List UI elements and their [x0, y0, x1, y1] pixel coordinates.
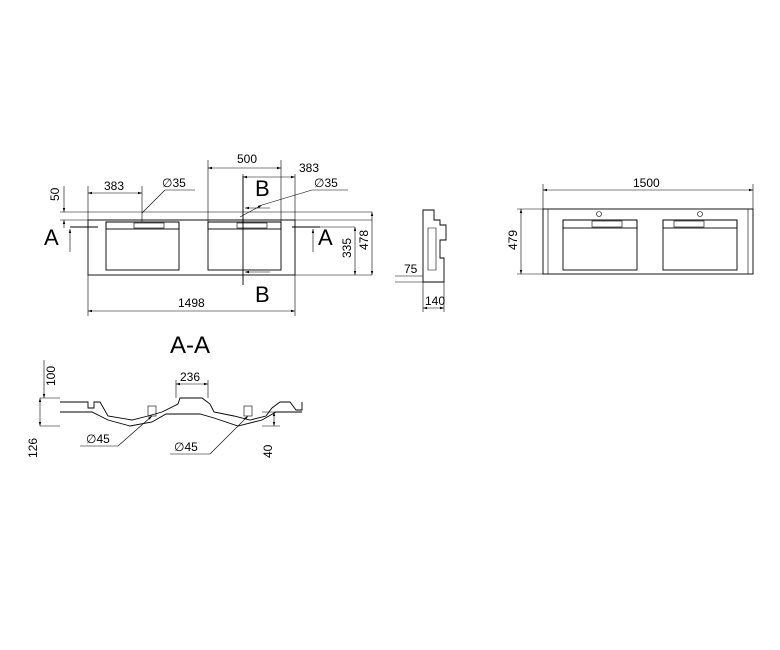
dim-hole-left: ∅35: [162, 176, 186, 190]
front-view: 1500 479: [506, 176, 754, 275]
plan-view: 500 383 383 ∅35 ∅35 50 335 478 1498: [44, 152, 374, 316]
basin-left: [105, 221, 180, 271]
dim-back-margin: 50: [48, 187, 62, 201]
sec-dim-height-top: 100: [44, 366, 58, 386]
section-b-bottom: B: [255, 282, 270, 307]
basin-right: [207, 221, 282, 271]
dim-basin-width: 500: [237, 152, 257, 166]
dim-depth-inner: 335: [340, 238, 354, 258]
section-b-top: B: [255, 176, 270, 201]
sec-dim-drain-right: ∅45: [174, 440, 198, 454]
sec-dim-drain-spacing: 236: [180, 370, 200, 384]
side-dim-width: 140: [425, 294, 445, 308]
dim-right-offset: 383: [299, 161, 319, 175]
front-dim-width: 1500: [633, 176, 660, 190]
front-basin-left: [562, 211, 638, 271]
front-dim-height: 479: [506, 230, 520, 250]
sec-dim-drain-left: ∅45: [86, 432, 110, 446]
section-title: A-A: [170, 332, 210, 359]
dim-hole-right: ∅35: [314, 176, 338, 190]
section-view: A-A 100 126 236 ∅45 ∅45 40: [26, 332, 303, 458]
sec-dim-drain-depth: 40: [261, 444, 275, 458]
side-view: 140 75: [395, 209, 447, 312]
section-a-right: A: [318, 225, 333, 250]
sec-dim-height-total: 126: [26, 438, 40, 458]
dim-overall-width: 1498: [178, 296, 205, 310]
dim-left-offset: 383: [104, 179, 124, 193]
side-dim-lip: 75: [404, 262, 418, 276]
dim-depth-total: 478: [357, 230, 371, 250]
section-a-left: A: [44, 225, 59, 250]
front-countertop: [542, 208, 754, 275]
front-basin-right: [662, 211, 738, 271]
